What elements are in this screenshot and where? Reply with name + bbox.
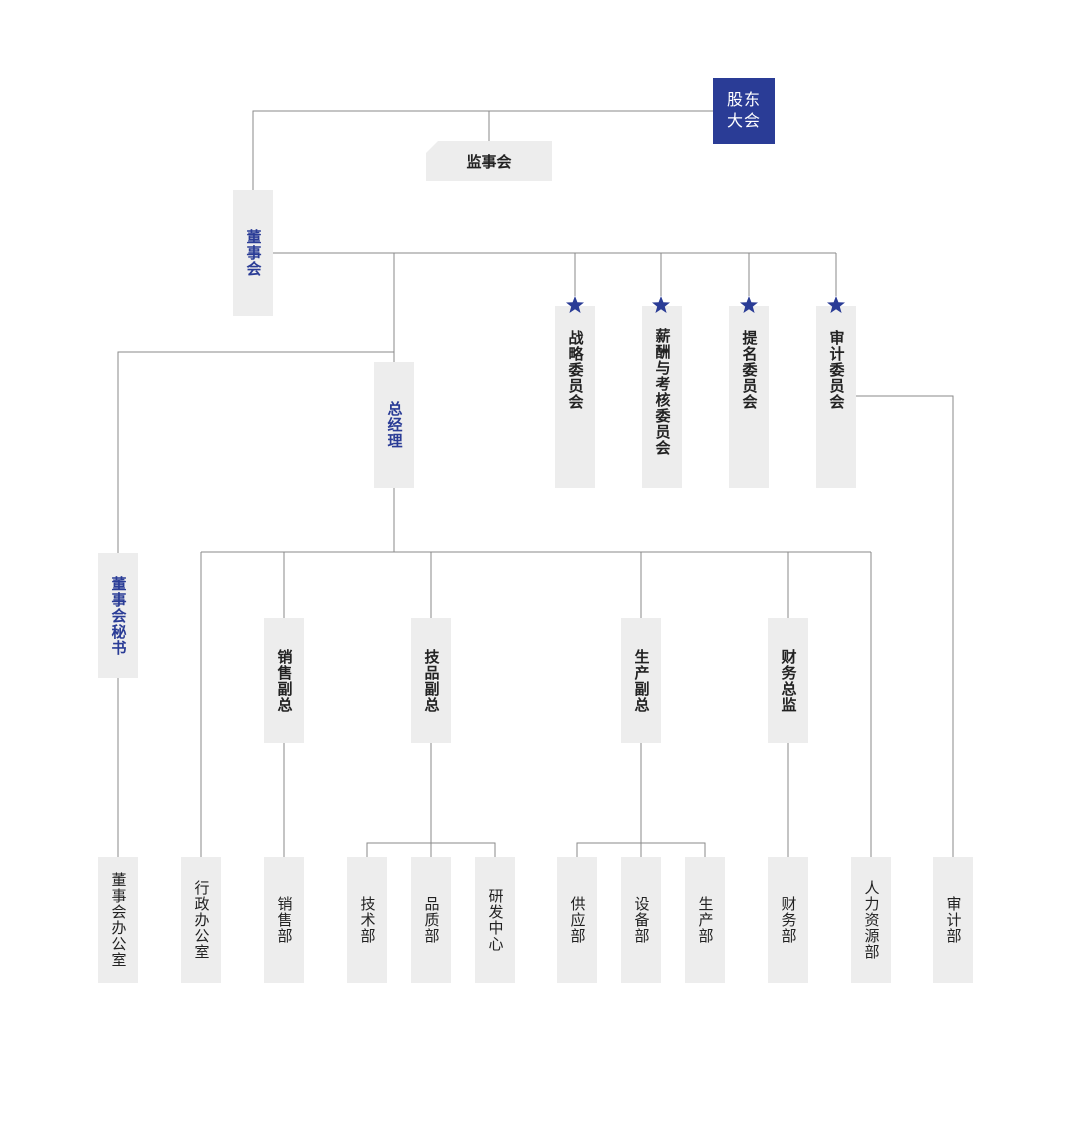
committee-box-compensation: 薪酬与考核委员会: [642, 306, 682, 488]
board-secretary-box: 董事会秘书: [98, 553, 138, 678]
committee-box-nomination: 提名委员会: [729, 306, 769, 488]
dept-label-sales: 销售部: [275, 896, 294, 944]
vp-box-production: 生产副总: [621, 618, 661, 743]
dept-label-technology: 技术部: [358, 896, 377, 944]
shareholders-meeting-box: 股东 大会: [713, 78, 775, 144]
dept-label-admin-office: 行政办公室: [192, 880, 211, 960]
vp-box-technology-quality: 技品副总: [411, 618, 451, 743]
committee-label-strategy: 战略委员会: [566, 330, 585, 410]
dept-label-equipment: 设备部: [632, 896, 651, 944]
committee-label-compensation: 薪酬与考核委员会: [653, 328, 672, 456]
vp-label-sales: 销售副总: [275, 648, 294, 713]
dept-label-rnd-center: 研发中心: [486, 888, 505, 952]
dept-label-hr: 人力资源部: [862, 880, 881, 960]
vp-label-production: 生产副总: [632, 648, 651, 713]
general-manager-box: 总经理: [374, 362, 414, 488]
dept-label-quality: 品质部: [422, 896, 441, 944]
vp-label-finance: 财务总监: [779, 648, 798, 713]
committee-box-audit: 审计委员会: [816, 306, 856, 488]
dept-label-supply: 供应部: [568, 896, 587, 944]
dept-label-audit: 审计部: [944, 896, 963, 944]
vp-label-technology-quality: 技品副总: [422, 648, 441, 713]
committee-box-strategy: 战略委员会: [555, 306, 595, 488]
vp-box-finance: 财务总监: [768, 618, 808, 743]
dept-box-quality: 品质部: [411, 857, 451, 983]
committee-label-nomination: 提名委员会: [740, 330, 759, 410]
dept-box-hr: 人力资源部: [851, 857, 891, 983]
board-secretary-label: 董事会秘书: [109, 575, 128, 656]
star-icon: [827, 296, 845, 313]
general-manager-label: 总经理: [385, 401, 404, 449]
dept-label-finance: 财务部: [779, 896, 798, 944]
dept-box-technology: 技术部: [347, 857, 387, 983]
board-of-directors-label: 董事会: [244, 229, 263, 277]
dept-label-production: 生产部: [696, 896, 715, 944]
vp-box-sales: 销售副总: [264, 618, 304, 743]
dept-box-rnd-center: 研发中心: [475, 857, 515, 983]
dept-box-audit: 审计部: [933, 857, 973, 983]
star-icon: [740, 296, 758, 313]
committee-label-audit: 审计委员会: [827, 330, 846, 410]
dept-box-production: 生产部: [685, 857, 725, 983]
board-of-directors-box: 董事会: [233, 190, 273, 316]
dept-box-admin-office: 行政办公室: [181, 857, 221, 983]
shareholders-label-line2: 大会: [726, 111, 761, 130]
star-icon: [652, 296, 670, 313]
shareholders-label-line1: 股东: [726, 90, 761, 110]
dept-box-equipment: 设备部: [621, 857, 661, 983]
dept-box-board-office: 董事会办公室: [98, 857, 138, 983]
dept-box-sales: 销售部: [264, 857, 304, 983]
star-icon: [566, 296, 584, 313]
supervisory-board-box: 监事会: [426, 141, 552, 181]
dept-label-board-office: 董事会办公室: [109, 872, 128, 968]
dept-box-finance: 财务部: [768, 857, 808, 983]
dept-box-supply: 供应部: [557, 857, 597, 983]
supervisory-board-label: 监事会: [466, 152, 512, 171]
